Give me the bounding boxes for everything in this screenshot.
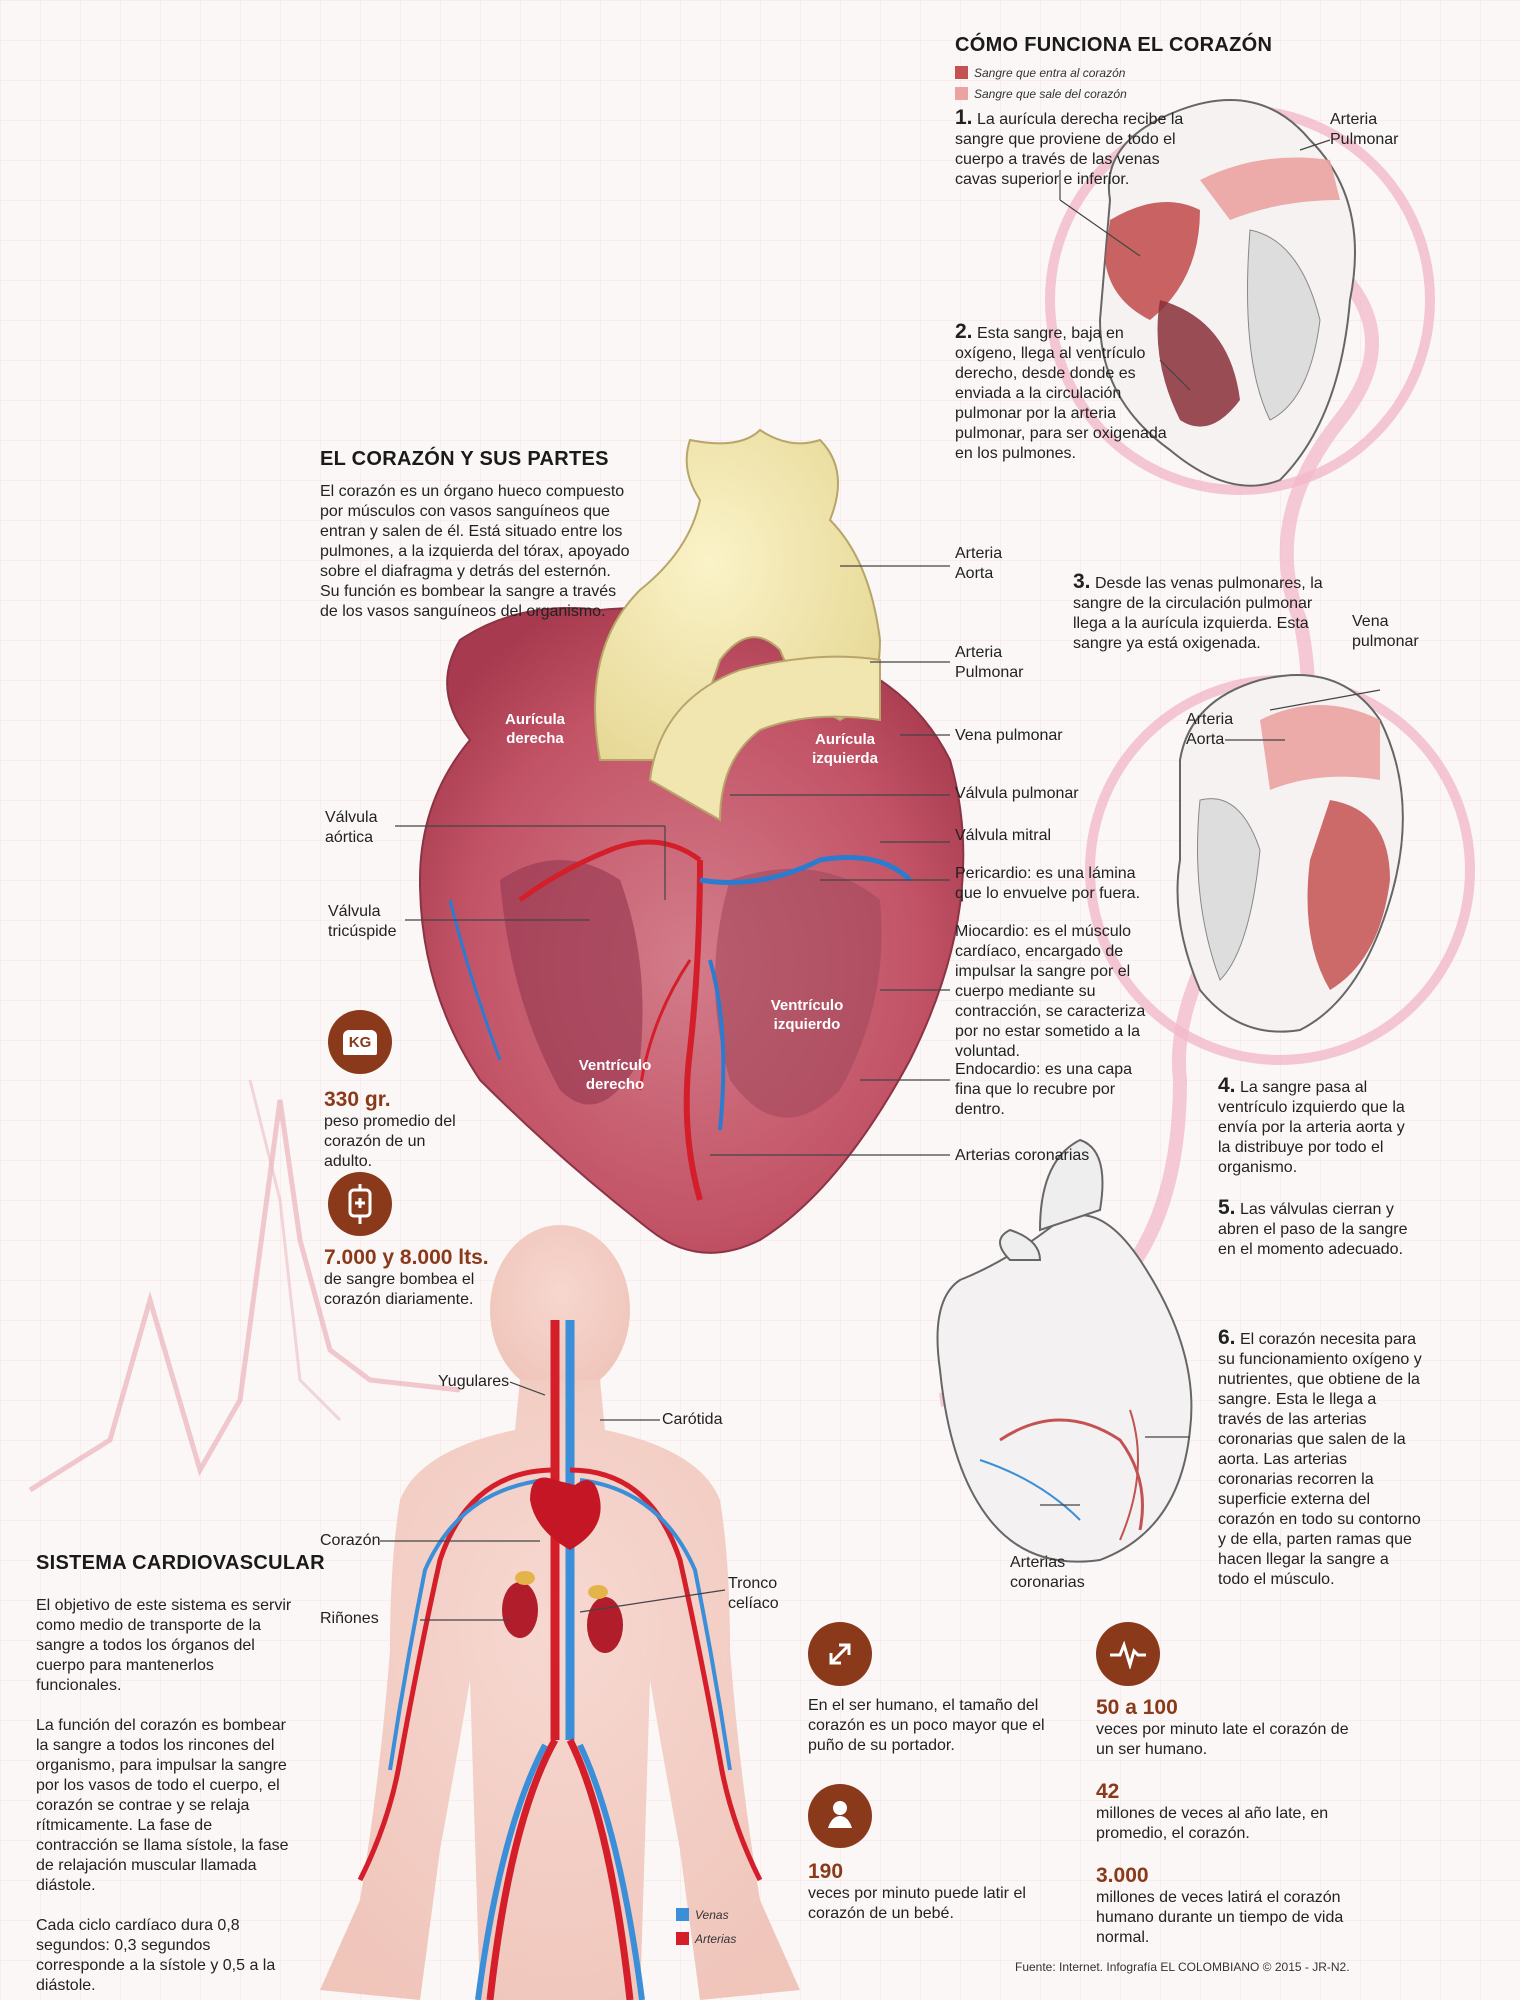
label-ventriculo-izquierdo: Ventrículo izquierdo — [770, 997, 844, 1033]
label-ventriculo-derecho: Ventrículo derecho — [578, 1057, 652, 1093]
stat-heart-weight: 330 gr. peso promedio del corazón de un … — [324, 1088, 474, 1172]
expand-arrows-icon — [808, 1622, 872, 1686]
legend-item-venas: Venas — [676, 1906, 736, 1924]
heart-external-diagram-6 — [936, 1138, 1193, 1563]
legend-label-entering: Sangre que entra al corazón — [974, 65, 1126, 80]
heart-section-diagram-3 — [1176, 674, 1404, 1033]
label-arterias-coronarias: Arterias coronarias — [955, 1147, 1090, 1164]
body-label-carotida: Carótida — [662, 1411, 723, 1428]
stat-text: millones de veces latirá el corazón huma… — [1096, 1889, 1344, 1946]
stat-value: 3.000 — [1096, 1864, 1149, 1887]
diagram-label-vena-pulmonar: Vena pulmonar — [1352, 613, 1419, 650]
stat-value: 42 — [1096, 1780, 1120, 1803]
label-endocardio: Endocardio: es una capa fina que lo recu… — [955, 1061, 1133, 1118]
step-text: Desde las venas pulmonares, la sangre de… — [1073, 575, 1323, 652]
stat-yearly-beats: 42 millones de veces al año late, en pro… — [1096, 1780, 1366, 1844]
weight-icon: KG — [328, 1010, 392, 1074]
stat-text: de sangre bombea el corazón diariamente. — [324, 1271, 475, 1308]
cardiovascular-paragraph-1: El objetivo de este sistema es servir co… — [36, 1597, 292, 1694]
body-illustration — [320, 1225, 800, 2000]
legend-swatch-arterias — [676, 1932, 689, 1946]
stat-value: 7.000 y 8.000 lts. — [324, 1246, 489, 1269]
cardiovascular-title: SISTEMA CARDIOVASCULAR — [36, 1552, 325, 1574]
label-arteria-aorta: Arteria Aorta — [955, 545, 1003, 582]
label-valvula-mitral: Válvula mitral — [955, 827, 1052, 844]
step-text: El corazón necesita para su funcionamien… — [1218, 1331, 1422, 1588]
step-4: 4. La sangre pasa al ventrículo izquierd… — [1218, 1074, 1418, 1178]
step-1: 1. La aurícula derecha recibe la sangre … — [955, 106, 1185, 190]
body-label-rinones: Riñones — [320, 1610, 379, 1627]
ecg-line-2 — [248, 1079, 342, 1422]
step-number: 3. — [1073, 570, 1091, 593]
legend-label-venas: Venas — [695, 1907, 729, 1922]
legend-swatch-venas — [676, 1908, 689, 1922]
stat-adult-heartbeat: 50 a 100 veces por minuto late el corazó… — [1096, 1696, 1366, 1760]
stat-value: 190 — [808, 1860, 844, 1883]
stat-lifetime-beats: 3.000 millones de veces latirá el corazó… — [1096, 1864, 1386, 1948]
stat-text: millones de veces al año late, en promed… — [1096, 1805, 1329, 1842]
legend-swatch-entering — [955, 66, 968, 80]
label-vena-pulmonar: Vena pulmonar — [955, 727, 1063, 744]
stat-fist-size: En el ser humano, el tamaño del corazón … — [808, 1697, 1045, 1754]
stat-blood-pumped: 7.000 y 8.000 lts. de sangre bombea el c… — [324, 1246, 524, 1310]
body-label-yugulares: Yugulares — [438, 1373, 510, 1390]
diagram-label-arterias-coronarias: Arterias coronarias — [1010, 1554, 1085, 1591]
step-6: 6. El corazón necesita para su funcionam… — [1218, 1326, 1423, 1590]
baby-icon — [808, 1784, 872, 1848]
stat-text: veces por minuto puede latir el corazón … — [808, 1885, 1026, 1922]
cardiovascular-paragraph-2: La función del corazón es bombear la san… — [36, 1717, 289, 1894]
label-arteria-pulmonar: Arteria Pulmonar — [955, 644, 1024, 681]
legend-swatch-leaving — [955, 87, 968, 101]
step-number: 2. — [955, 320, 973, 343]
body-label-corazon: Corazón — [320, 1532, 381, 1549]
heartbeat-icon — [1096, 1622, 1160, 1686]
step-3: 3. Desde las venas pulmonares, la sangre… — [1073, 570, 1333, 654]
label-auricula-derecha: Aurícula derecha — [504, 711, 565, 747]
cardiovascular-paragraph-3: Cada ciclo cardíaco dura 0,8 segundos: 0… — [36, 1917, 276, 1994]
ecg-line — [28, 1099, 461, 1493]
step-text: La aurícula derecha recibe la sangre que… — [955, 111, 1184, 188]
heart-parts-description: El corazón es un órgano hueco compuesto … — [320, 483, 630, 620]
step-text: Las válvulas cierran y abren el paso de … — [1218, 1201, 1408, 1258]
legend-label-leaving: Sangre que sale del corazón — [974, 86, 1127, 101]
cardiovascular-text: El objetivo de este sistema es servir co… — [36, 1596, 298, 1996]
step-number: 4. — [1218, 1074, 1236, 1097]
source-credit: Fuente: Internet. Infografía EL COLOMBIA… — [1015, 1960, 1350, 1974]
label-pericardio: Pericardio: es una lámina que lo envuelv… — [955, 865, 1141, 902]
body-label-tronco-celiaco: Tronco celíaco — [728, 1575, 779, 1612]
vessel-legend: Venas Arterias — [676, 1906, 736, 1948]
leader-lines — [380, 139, 1381, 1621]
stat-value: 330 gr. — [324, 1088, 391, 1111]
legend-item-arterias: Arterias — [676, 1930, 736, 1948]
stat-text: peso promedio del corazón de un adulto. — [324, 1113, 456, 1170]
stat-text: veces por minuto late el corazón de un s… — [1096, 1721, 1349, 1758]
diagram-label-arteria-pulmonar: Arteria Pulmonar — [1330, 111, 1399, 148]
step-2: 2. Esta sangre, baja en oxígeno, llega a… — [955, 320, 1170, 464]
legend-label-arterias: Arterias — [695, 1931, 737, 1946]
step-5: 5. Las válvulas cierran y abren el paso … — [1218, 1196, 1423, 1260]
label-valvula-aortica: Válvula aórtica — [325, 809, 378, 846]
step-number: 6. — [1218, 1326, 1236, 1349]
stat-value: 50 a 100 — [1096, 1696, 1178, 1719]
stat-baby-heartbeat: 190 veces por minuto puede latir el cora… — [808, 1860, 1053, 1924]
label-valvula-pulmonar: Válvula pulmonar — [955, 785, 1079, 802]
blood-bag-icon — [328, 1172, 392, 1236]
heart-section-diagram-1 — [1098, 99, 1356, 487]
step-text: La sangre pasa al ventrículo izquierdo q… — [1218, 1079, 1405, 1176]
label-auricula-izquierda: Aurícula izquierda — [812, 731, 878, 767]
step-number: 1. — [955, 106, 973, 129]
legend-item-entering: Sangre que entra al corazón — [955, 64, 1127, 82]
label-valvula-tricuspide: Válvula tricúspide — [328, 903, 397, 940]
heart-parts-title: EL CORAZÓN Y SUS PARTES — [320, 448, 609, 470]
how-it-works-title: CÓMO FUNCIONA EL CORAZÓN — [955, 34, 1273, 56]
step-number: 5. — [1218, 1196, 1236, 1219]
main-heart-illustration — [418, 428, 965, 1254]
label-miocardio: Miocardio: es el músculo cardíaco, encar… — [955, 923, 1146, 1060]
flow-legend: Sangre que entra al corazón Sangre que s… — [955, 64, 1127, 103]
diagram-label-arteria-aorta: Arteria Aorta — [1186, 711, 1234, 748]
step-text: Esta sangre, baja en oxígeno, llega al v… — [955, 325, 1167, 462]
legend-item-leaving: Sangre que sale del corazón — [955, 85, 1127, 103]
